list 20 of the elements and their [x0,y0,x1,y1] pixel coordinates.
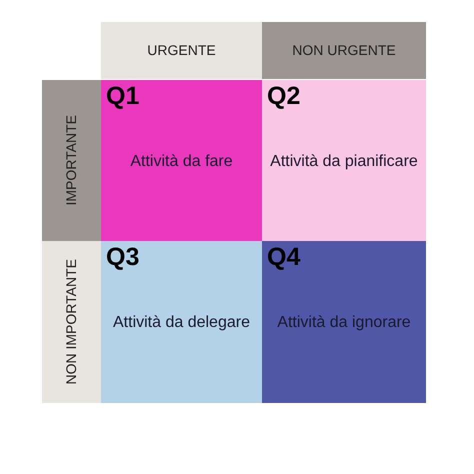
quadrant-description: Attività da pianificare [269,152,419,172]
quadrant-card [101,80,262,241]
row-header [42,241,101,403]
header-label: NON URGENTE [292,41,396,60]
header-label: URGENTE [147,41,216,60]
quadrant-number: Q2 [267,84,300,109]
quadrant-card [101,241,262,403]
column-header [262,22,426,79]
quadrant-card [262,241,426,403]
row-header [42,80,101,241]
quadrant-number: Q1 [106,84,140,109]
quadrant-number: Q4 [267,245,300,270]
header-label: NON IMPORTANTE [62,259,80,385]
column-header [101,22,262,79]
quadrant-description: Attività da fare [129,152,234,172]
quadrant-card [262,80,426,241]
quadrant-description: Attività da ignorare [276,313,412,333]
quadrant-number: Q3 [106,245,140,270]
quadrant-description: Attività da delegare [112,313,251,333]
header-label: IMPORTANTE [62,115,80,206]
